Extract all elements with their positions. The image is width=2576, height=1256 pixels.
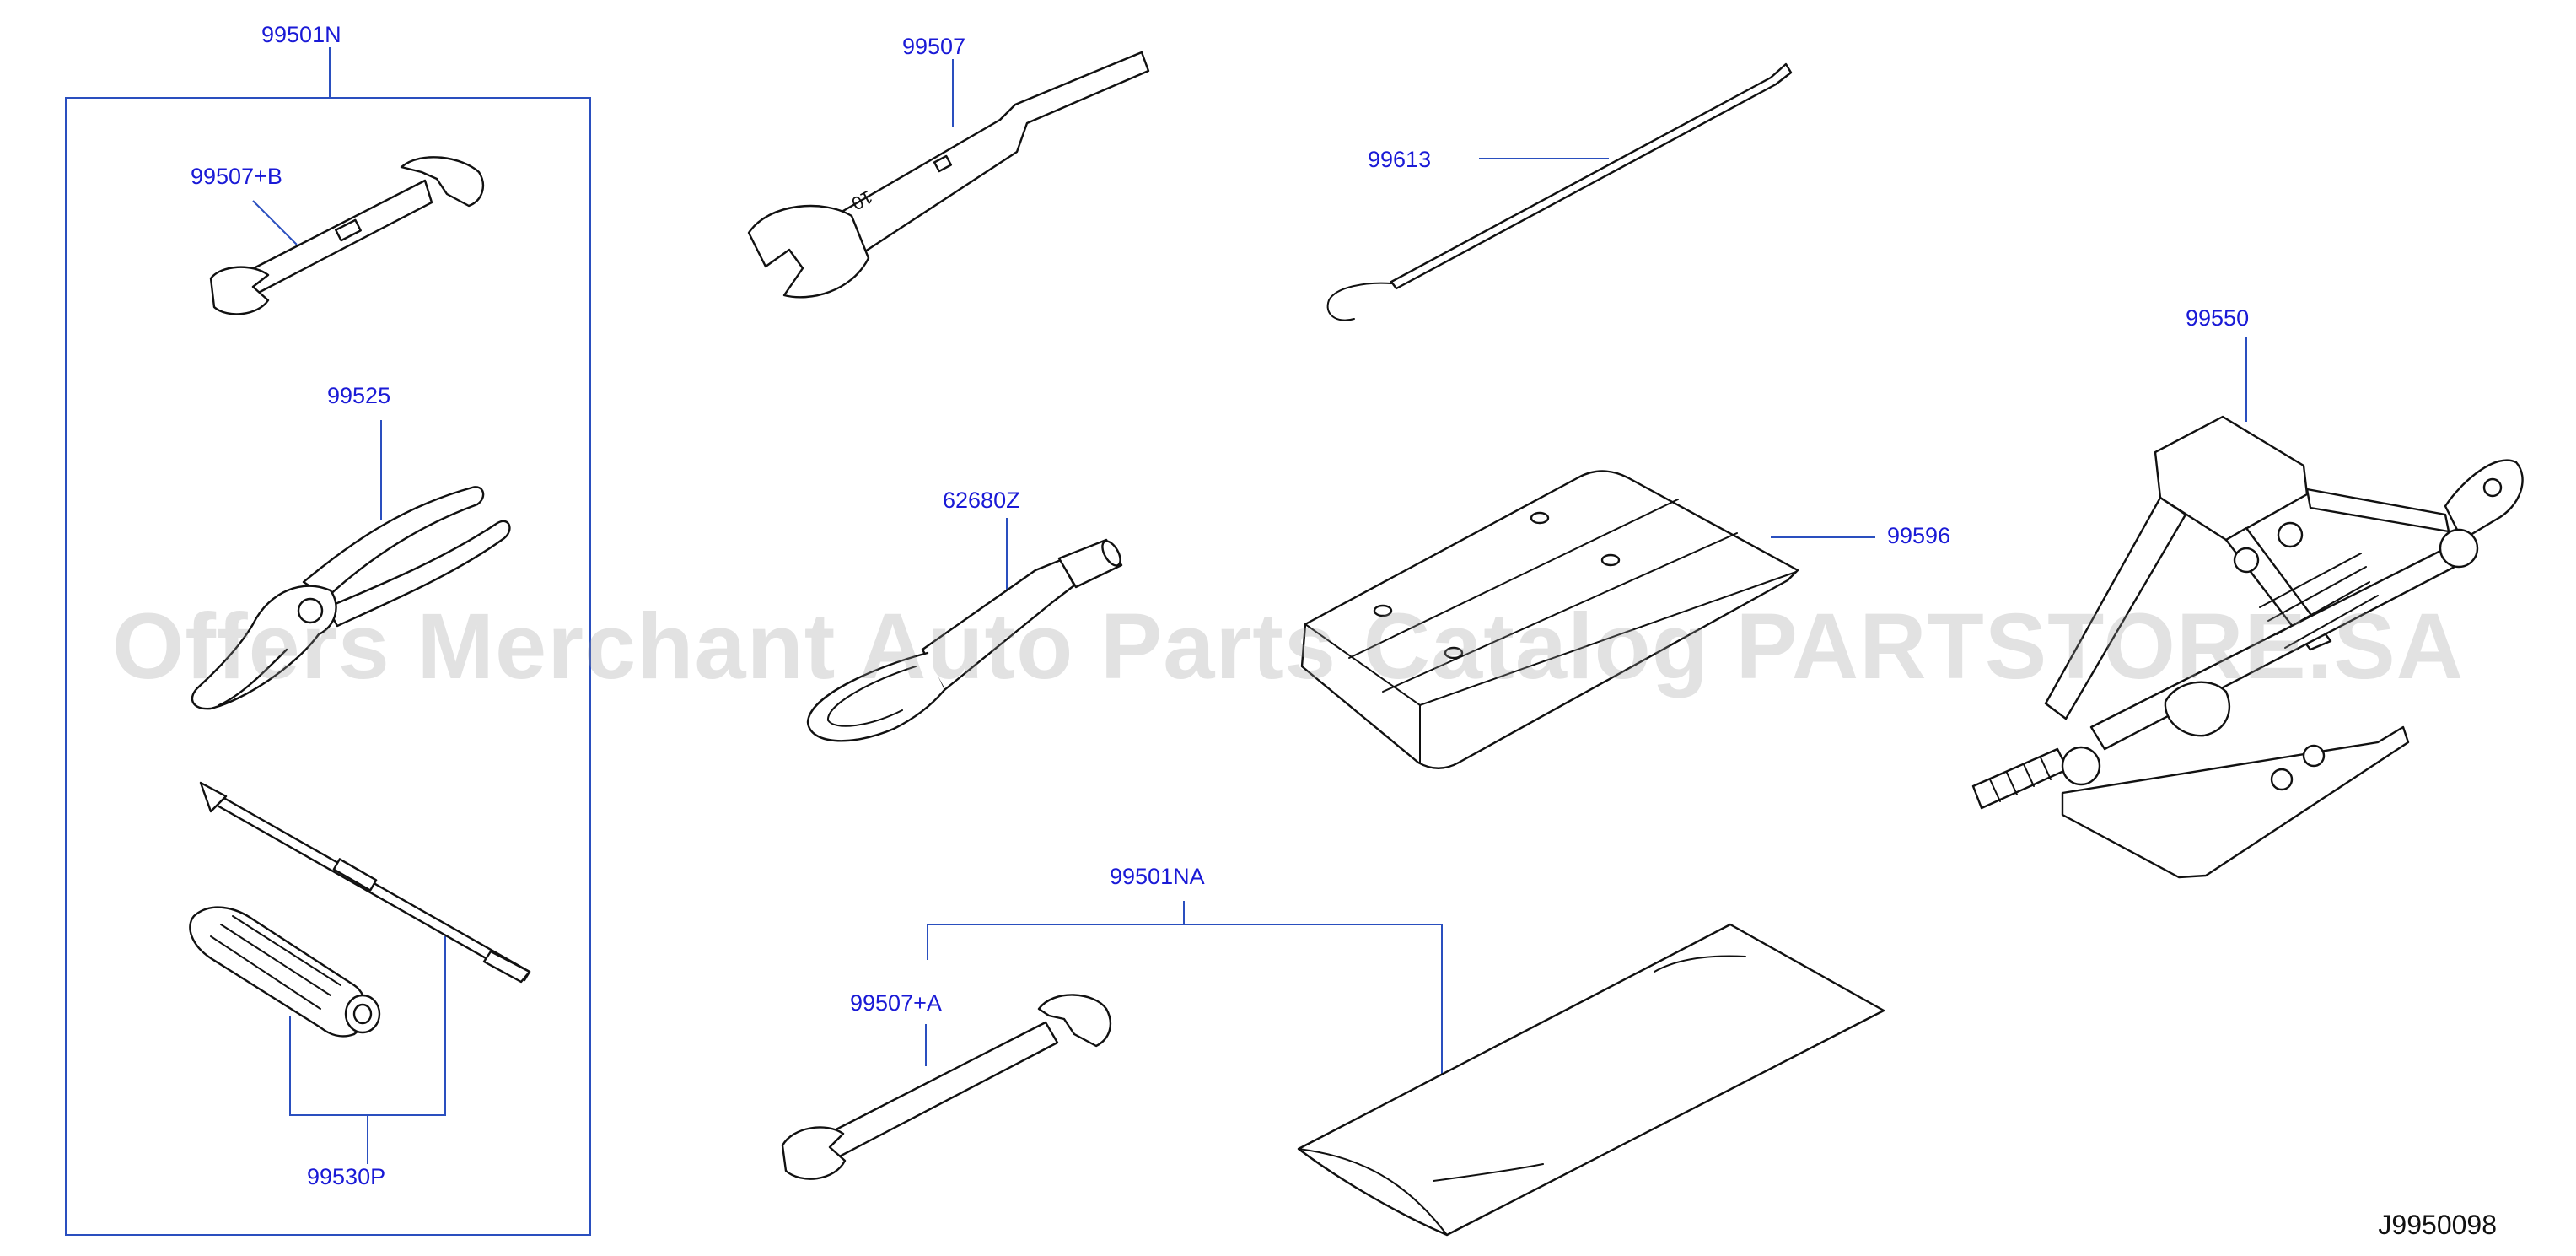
tow-hook-drawing[interactable] xyxy=(806,518,1124,742)
spanner-b-drawing[interactable] xyxy=(209,156,485,315)
label-99507-a[interactable]: 99507+A xyxy=(850,990,942,1016)
label-99501n[interactable]: 99501N xyxy=(261,22,341,47)
manual-pouch-drawing[interactable] xyxy=(1297,923,1885,1237)
label-62680z[interactable]: 62680Z xyxy=(943,488,1020,513)
diagram-code: J9950098 xyxy=(2378,1210,2497,1240)
spanner-10-drawing[interactable] xyxy=(747,51,1150,299)
label-99596[interactable]: 99596 xyxy=(1887,523,1951,548)
label-99507-b[interactable]: 99507+B xyxy=(191,164,282,189)
label-99507[interactable]: 99507 xyxy=(902,34,966,59)
label-99501na[interactable]: 99501NA xyxy=(1110,864,1205,889)
kit-bottom-bracket xyxy=(927,901,1443,1080)
kit-left-frame xyxy=(65,47,591,1236)
jack-drawing[interactable] xyxy=(1971,337,2524,879)
label-99525[interactable]: 99525 xyxy=(327,383,391,408)
screwdriver-drawing[interactable] xyxy=(189,781,531,1164)
label-99613[interactable]: 99613 xyxy=(1368,147,1432,172)
label-99550[interactable]: 99550 xyxy=(2186,305,2250,331)
tray-drawing[interactable] xyxy=(1300,470,1875,769)
pliers-drawing[interactable] xyxy=(191,420,511,710)
spanner-a-drawing[interactable] xyxy=(781,994,1112,1180)
hook-rod-drawing[interactable] xyxy=(1326,62,1793,321)
label-99530p[interactable]: 99530P xyxy=(307,1164,386,1189)
